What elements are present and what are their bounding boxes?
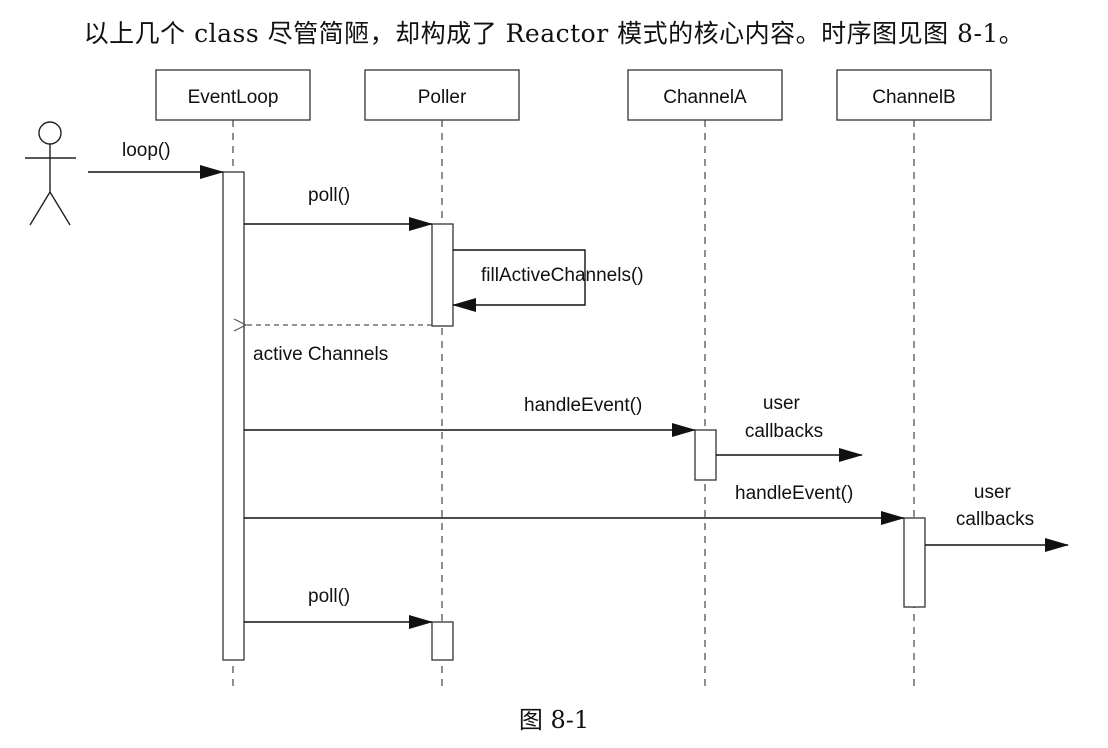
participant-channela: ChannelA: [627, 69, 783, 121]
message-handle-event-a-label: handleEvent(): [524, 395, 642, 416]
message-handle-event-b-label: handleEvent(): [735, 483, 853, 504]
participant-poller-label: Poller: [418, 87, 467, 108]
figure-caption: 图 8-1: [518, 706, 590, 734]
participant-channelb: ChannelB: [836, 69, 992, 121]
participant-channela-label: ChannelA: [663, 87, 747, 108]
activation-channela: [694, 429, 717, 481]
message-poll-1-label: poll(): [308, 185, 350, 206]
participant-eventloop: EventLoop: [155, 69, 311, 121]
participant-poller: Poller: [364, 69, 520, 121]
message-active-channels-return-label: active Channels: [253, 344, 388, 365]
actor-figure: [25, 121, 76, 226]
message-user-callbacks-a-label: user callbacks: [745, 393, 823, 442]
message-user-callbacks-a-line-2: callbacks: [745, 421, 823, 442]
intro-text: 以上几个 class 尽管简陋，却构成了 Reactor 模式的核心内容。时序图…: [83, 19, 1025, 48]
message-fill-active-channels-arrow: [452, 249, 586, 312]
sequence-diagram: EventLoop Poller ChannelA ChannelB loop(…: [25, 69, 1069, 688]
message-user-callbacks-b-line-2: callbacks: [956, 509, 1034, 530]
message-poll-2-label: poll(): [308, 586, 350, 607]
message-user-callbacks-b-label: user callbacks: [956, 482, 1034, 530]
participant-eventloop-label: EventLoop: [188, 87, 279, 108]
activation-eventloop: [222, 171, 245, 661]
message-user-callbacks-b-line-1: user: [974, 482, 1012, 503]
participant-channelb-label: ChannelB: [872, 87, 955, 108]
activation-poller-2: [431, 621, 454, 661]
activation-poller-1: [431, 223, 454, 327]
message-fill-active-channels-label: fillActiveChannels(): [481, 265, 644, 286]
activation-channelb: [903, 517, 926, 608]
message-user-callbacks-a-line-1: user: [763, 393, 801, 414]
message-loop-label: loop(): [122, 140, 171, 161]
